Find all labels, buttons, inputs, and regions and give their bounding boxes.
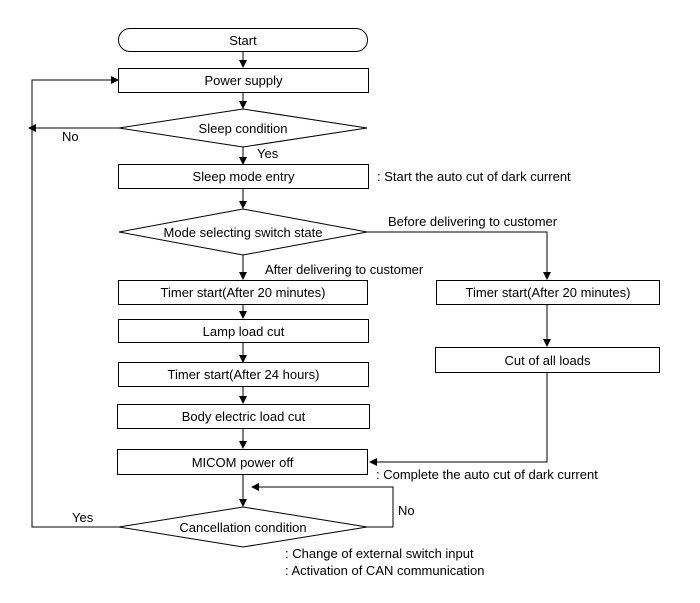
cancellation-condition-diamond bbox=[118, 506, 368, 548]
no-label-cancel: No bbox=[398, 503, 415, 518]
sleep-mode-entry-box: Sleep mode entry bbox=[118, 164, 369, 189]
sleep-condition-diamond bbox=[118, 108, 368, 148]
note-complete-auto-cut: : Complete the auto cut of dark current bbox=[376, 467, 598, 482]
power-supply-box: Power supply bbox=[118, 68, 369, 93]
arrow-mode-before bbox=[367, 231, 551, 280]
arrow-cut-to-micom bbox=[369, 372, 548, 466]
note-change-switch: : Change of external switch input bbox=[285, 546, 474, 561]
before-delivering-label: Before delivering to customer bbox=[388, 214, 558, 229]
after-delivering-label: After delivering to customer bbox=[265, 262, 424, 277]
yes-label-cancel: Yes bbox=[72, 510, 94, 525]
no-label-sleep: No bbox=[62, 129, 79, 144]
micom-power-off-box: MICOM power off bbox=[117, 449, 368, 475]
yes-label-sleep: Yes bbox=[257, 146, 279, 161]
arrow-cancel-no bbox=[251, 483, 394, 528]
lamp-load-cut-box: Lamp load cut bbox=[118, 319, 369, 343]
timer-24-box: Timer start(After 24 hours) bbox=[118, 362, 369, 387]
start-terminal: Start bbox=[118, 28, 368, 52]
timer-20-right-box: Timer start(After 20 minutes) bbox=[436, 280, 660, 305]
timer-20-left-box: Timer start(After 20 minutes) bbox=[118, 280, 368, 305]
body-electric-cut-box: Body electric load cut bbox=[117, 404, 370, 429]
note-start-auto-cut: : Start the auto cut of dark current bbox=[377, 169, 571, 184]
cut-all-loads-box: Cut of all loads bbox=[435, 347, 660, 373]
mode-selecting-diamond bbox=[118, 208, 368, 256]
arrow-cancel-yes bbox=[31, 76, 119, 528]
note-activation-can: : Activation of CAN communication bbox=[285, 563, 485, 578]
